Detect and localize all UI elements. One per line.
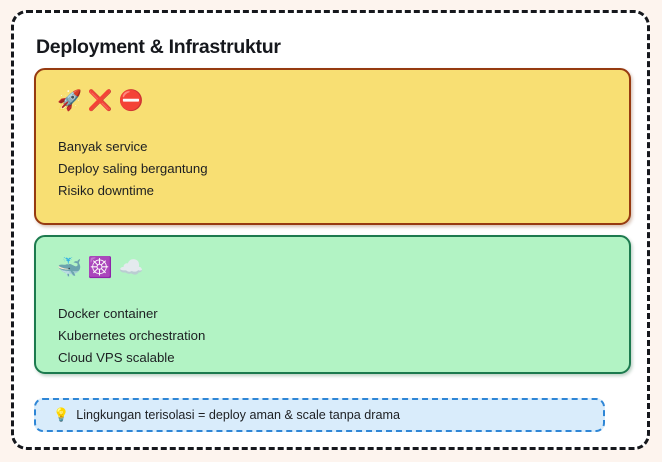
list-item: Risiko downtime xyxy=(58,183,155,198)
slide-panel: Deployment & Infrastruktur 🚀❌⛔ Banyak se… xyxy=(11,10,650,450)
list-item: Kubernetes orchestration xyxy=(58,328,206,343)
problem-card: 🚀❌⛔ Banyak service Deploy saling bergant… xyxy=(34,68,631,225)
solution-card-icon-row: 🐳☸️☁️ xyxy=(57,255,150,279)
list-item: Docker container xyxy=(58,306,158,321)
list-item: Banyak service xyxy=(58,139,148,154)
list-item: Deploy saling bergantung xyxy=(58,161,208,176)
lightbulb-icon: 💡 xyxy=(53,407,70,423)
problem-card-icon-row: 🚀❌⛔ xyxy=(57,88,150,112)
tip-banner: 💡 Lingkungan terisolasi = deploy aman & … xyxy=(34,398,605,432)
tip-banner-text: Lingkungan terisolasi = deploy aman & sc… xyxy=(76,408,400,422)
list-item: Cloud VPS scalable xyxy=(58,350,175,365)
problem-card-lines: Banyak service Deploy saling bergantung … xyxy=(58,136,615,202)
solution-card-lines: Docker container Kubernetes orchestratio… xyxy=(58,303,615,369)
tip-banner-content: 💡 Lingkungan terisolasi = deploy aman & … xyxy=(53,400,400,430)
page-title: Deployment & Infrastruktur xyxy=(36,36,281,58)
solution-card: 🐳☸️☁️ Docker container Kubernetes orches… xyxy=(34,235,631,374)
